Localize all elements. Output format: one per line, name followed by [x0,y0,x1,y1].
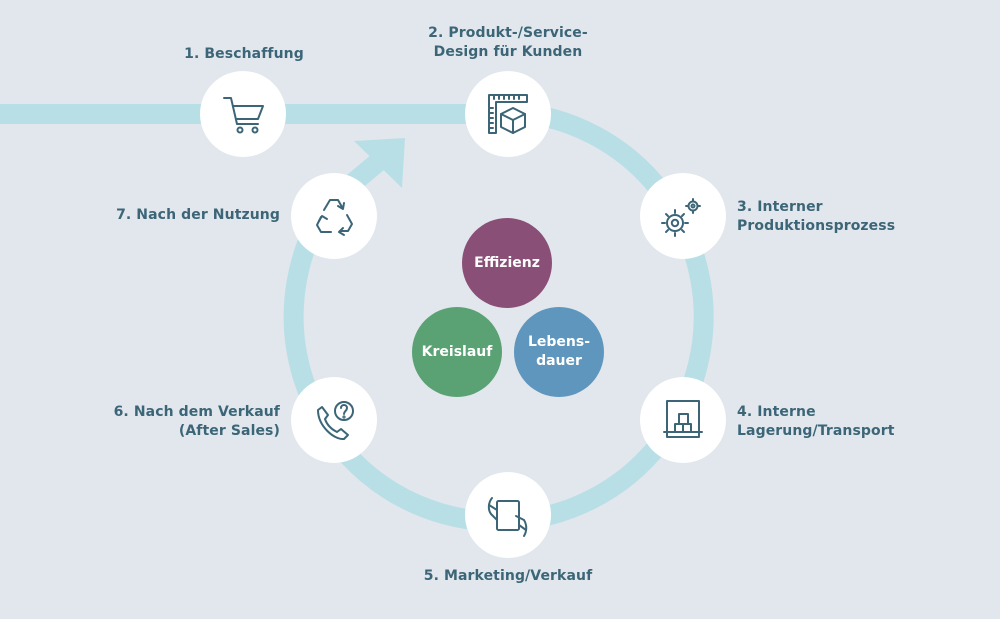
center-circle-efficiency [462,218,552,308]
step-label-2: 2. Produkt-/Service- Design für Kunden [418,24,598,62]
center-label-efficiency: Effizienz [457,254,557,273]
center-circles [412,218,604,397]
step-label-1-line-1: 1. Beschaffung [184,46,304,62]
step-node-1 [200,71,286,157]
center-label-circular: Kreislauf [407,343,507,362]
step-label-6-line-2: (After Sales) [178,423,280,439]
hand-tablet-icon [487,497,528,537]
center-label-circular-line-1: Kreislauf [421,344,493,360]
shopping-cart-icon [223,97,264,134]
step-label-4-line-1: 4. Interne [737,404,816,420]
step-label-5: 5. Marketing/Verkauf [408,567,608,586]
center-circle-lifetime [514,307,604,397]
exit-arrow-head [354,138,405,188]
step-node-4 [640,377,726,463]
step-label-1: 1. Beschaffung [164,45,324,64]
step-node-2 [465,71,551,157]
center-circle-circular [412,307,502,397]
step-label-7-line-1: 7. Nach der Nutzung [116,207,280,223]
warehouse-boxes-icon [663,400,703,438]
step-label-3-line-2: Produktionsprozess [737,218,896,234]
center-label-lifetime: Lebens- dauer [509,333,609,371]
step-label-4: 4. Interne Lagerung/Transport [737,403,895,441]
center-label-lifetime-line-1: Lebens- [527,334,591,350]
step-node-7 [291,173,377,259]
step-label-2-line-2: Design für Kunden [433,44,583,60]
step-node-5 [465,472,551,558]
phone-question-icon [317,401,354,440]
step-label-2-line-1: 2. Produkt-/Service- [428,25,588,41]
step-label-5-line-1: 5. Marketing/Verkauf [423,568,593,584]
step-label-3-line-1: 3. Interner [737,199,823,215]
recycle-icon [316,199,353,236]
center-label-lifetime-line-2: dauer [536,353,582,369]
center-label-efficiency-line-1: Effizienz [474,255,540,271]
step-label-6-line-1: 6. Nach dem Verkauf [113,404,280,420]
step-label-6: 6. Nach dem Verkauf (After Sales) [80,403,280,441]
step-label-7: 7. Nach der Nutzung [80,206,280,225]
step-node-6 [291,377,377,463]
step-label-3: 3. Interner Produktionsprozess [737,198,895,236]
step-label-4-line-2: Lagerung/Transport [737,423,895,439]
ruler-box-icon [488,94,528,134]
gears-icon [661,198,701,237]
